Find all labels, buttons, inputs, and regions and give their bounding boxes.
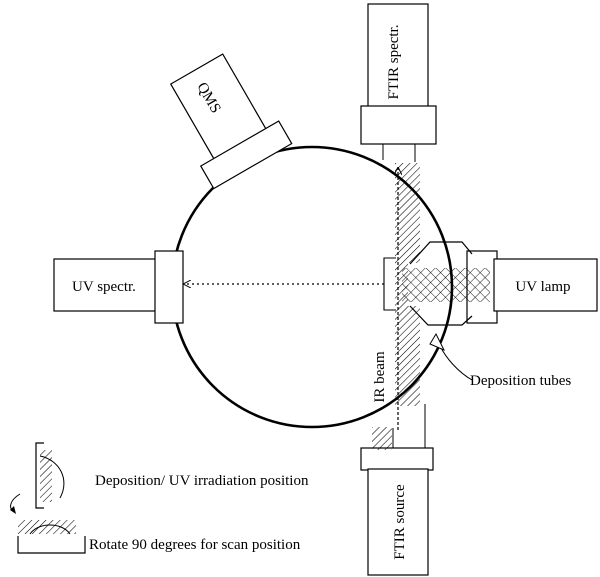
substrate-holder bbox=[372, 163, 420, 450]
sample-deposit bbox=[402, 268, 490, 302]
legend-deposition-icon bbox=[35, 442, 65, 509]
legend-deposition-text: Deposition/ UV irradiation position bbox=[95, 473, 309, 489]
uv-lamp-unit bbox=[466, 250, 598, 324]
deposition-tubes-pointer bbox=[439, 345, 473, 381]
legend-scan-text: Rotate 90 degrees for scan position bbox=[89, 537, 301, 553]
rotate-arrowhead bbox=[10, 506, 16, 514]
deposition-tubes-label: Deposition tubes bbox=[470, 373, 571, 389]
uv-spectrometer-label: UV spectr. bbox=[72, 279, 136, 295]
ftir-source-unit bbox=[360, 404, 434, 576]
uv-spectrometer-unit bbox=[53, 250, 184, 324]
uv-lamp-label: UV lamp bbox=[515, 279, 570, 295]
ftir-source-label: FTIR source bbox=[392, 484, 408, 560]
ftir-spectrometer-label: FTIR spectr. bbox=[386, 25, 402, 100]
legend-scan-icon bbox=[17, 520, 86, 554]
holder-bracket bbox=[383, 257, 396, 311]
ir-beam-label: IR beam bbox=[372, 351, 388, 403]
ftir-spectrometer-unit bbox=[360, 3, 437, 162]
deposition-tubes-arrowhead bbox=[429, 332, 446, 351]
qms-unit bbox=[169, 53, 293, 190]
